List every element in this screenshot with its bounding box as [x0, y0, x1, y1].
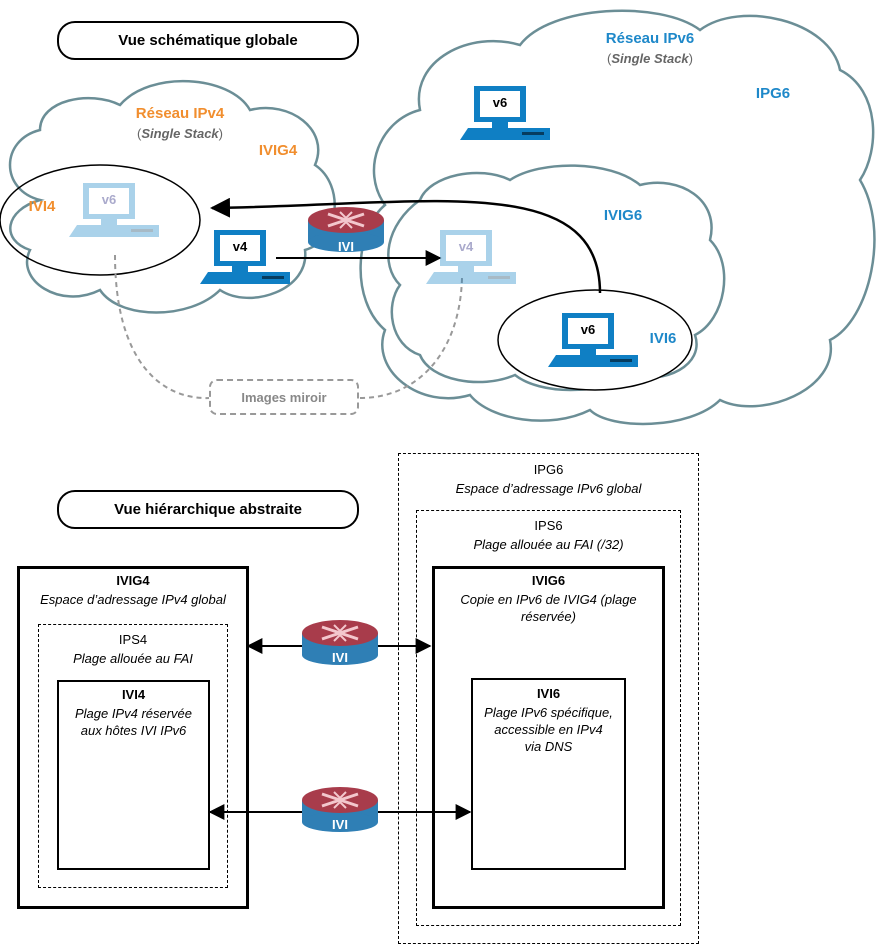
ips6-desc: Plage allouée au FAI (/32): [473, 537, 624, 552]
ivi6-box-title: IVI6: [536, 686, 561, 701]
ivi-router-top-label: IVI: [332, 650, 348, 665]
mirror-images-label: Images miroir: [209, 379, 359, 415]
ivi6-box-desc-1: Plage IPv6 spécifique,: [484, 705, 613, 720]
ipv4-network-sub: (Single Stack): [137, 126, 223, 141]
ivi4-label: IVI4: [28, 198, 56, 215]
ipg6-box: [398, 453, 699, 944]
ips4-box: [38, 624, 228, 888]
ivi4-box-title: IVI4: [121, 687, 146, 702]
ipg6-desc: Espace d’adressage IPv6 global: [455, 481, 642, 496]
ipg6-label: IPG6: [755, 85, 791, 102]
ivig6-label: IVIG6: [603, 207, 643, 224]
ips6-title: IPS6: [534, 518, 563, 533]
ivi4-box-desc-2: aux hôtes IVI IPv6: [80, 723, 187, 738]
mirror-link-right: [359, 277, 463, 399]
ivi6-box-desc-3: via DNS: [524, 739, 573, 754]
ivig4-box: [17, 566, 249, 909]
ivig4-label: IVIG4: [258, 142, 298, 159]
ivi6-box-desc-2: accessible en IPv4: [494, 722, 603, 737]
arrow-ivi6-to-ivi4: [210, 197, 602, 294]
ivig4-box-desc: Espace d’adressage IPv4 global: [40, 592, 226, 607]
hierarchy-title: Vue hiérarchique abstraite: [57, 490, 359, 529]
ivig6-box-title: IVIG6: [531, 573, 566, 588]
ivig6-host-label: v4: [458, 239, 474, 254]
ivig6-box-desc-2: réservée): [521, 609, 576, 624]
ips4-title: IPS4: [118, 632, 148, 647]
ivig6-box-desc-1: Copie en IPv6 de IVIG4 (plage: [460, 592, 637, 607]
ivi4-ellipse: [0, 164, 201, 276]
ipv6-single-stack: Single Stack: [611, 51, 689, 66]
ipg6-title: IPG6: [533, 462, 564, 477]
ips6-box: [416, 510, 681, 926]
ivi-router-bottom-label: IVI: [332, 817, 348, 832]
ivi-router-label: IVI: [338, 239, 354, 254]
ipv4-network-title: Réseau IPv4: [135, 105, 225, 122]
ipv6-network-sub: (Single Stack): [607, 51, 693, 66]
ivig6-box: [432, 566, 665, 909]
ipv4-single-stack: Single Stack: [141, 126, 219, 141]
ivi6-host-label: v6: [580, 322, 596, 337]
ivi6-label: IVI6: [649, 330, 677, 347]
ivi4-box-desc-1: Plage IPv4 réservée: [74, 706, 193, 721]
ivi4-box: [57, 680, 210, 870]
ipv6-network-title: Réseau IPv6: [605, 30, 695, 47]
schematic-title: Vue schématique globale: [57, 21, 359, 60]
ipv4-host-label: v4: [232, 239, 248, 254]
mirror-link-left: [114, 254, 211, 400]
ivi6-box: [471, 678, 626, 870]
ipv6-host-label: v6: [492, 95, 508, 110]
ivi4-host-label: v6: [101, 192, 117, 207]
ips4-desc: Plage allouée au FAI: [73, 651, 193, 666]
ivig4-box-title: IVIG4: [116, 573, 150, 588]
